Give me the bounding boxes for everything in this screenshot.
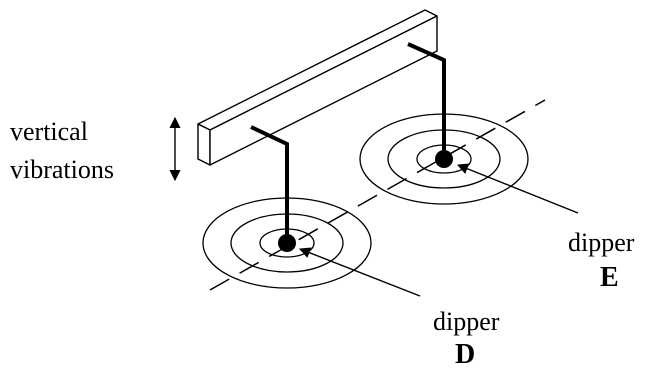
dipper-e-ball: [435, 150, 453, 168]
pointer-arrow-e: [456, 163, 579, 214]
vibration-label-line2: vibrations: [10, 155, 114, 184]
bar-top-face: [197, 9, 438, 131]
dipper-e-letter: E: [600, 262, 619, 293]
pointer-arrow-d: [298, 247, 421, 297]
dipper-d-ball: [278, 234, 296, 252]
dipper-d-letter: D: [455, 339, 475, 369]
bar-front-face: [197, 123, 211, 166]
dipper-d-rod: [250, 125, 289, 243]
bar-side-face: [209, 15, 438, 166]
dipper-d-label: dipper: [433, 307, 500, 336]
dipper-e-label: dipper: [568, 228, 635, 257]
vibrating-bar: [197, 9, 438, 166]
vibration-label-line1: vertical: [10, 117, 88, 146]
dashed-axis-line: [209, 99, 546, 291]
dipper-e-rod: [407, 42, 446, 159]
